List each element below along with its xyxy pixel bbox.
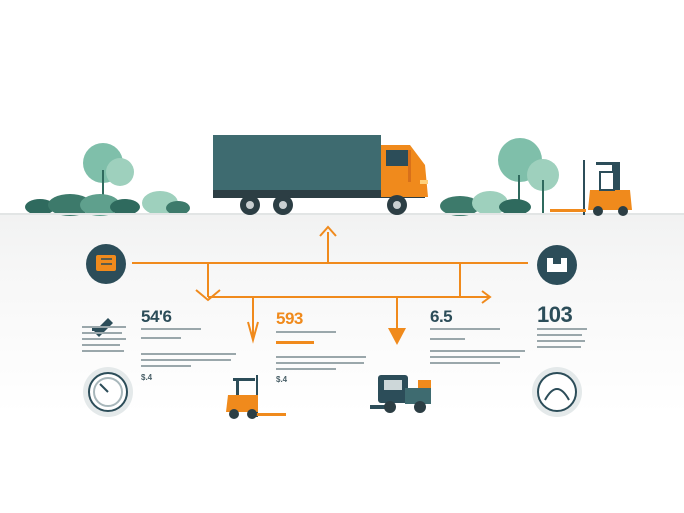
stat-small-2: $.4	[276, 375, 288, 384]
small-truck-icon	[370, 375, 431, 413]
box-icon	[537, 245, 577, 285]
stat-value-3: 6.5	[430, 307, 453, 326]
orange-sub-label	[276, 341, 314, 344]
forklift-icon	[550, 160, 632, 216]
truck-icon	[213, 135, 428, 215]
tree-cluster-right	[440, 138, 559, 216]
stat-value-2: 593	[276, 309, 303, 328]
clock-icon	[83, 367, 133, 417]
chart-icon	[86, 244, 126, 284]
gauge-icon	[532, 367, 582, 417]
ground-line	[0, 213, 684, 215]
stat-value-1: 54'6	[141, 307, 172, 326]
stat-small-1: $.4	[141, 373, 153, 382]
down-arrow-head	[388, 328, 406, 345]
text-lines	[82, 326, 587, 370]
tree-cluster-left	[25, 143, 190, 216]
small-forklift-icon	[226, 375, 286, 419]
stat-value-4: 103	[537, 302, 573, 327]
flow-arrows	[132, 225, 528, 344]
